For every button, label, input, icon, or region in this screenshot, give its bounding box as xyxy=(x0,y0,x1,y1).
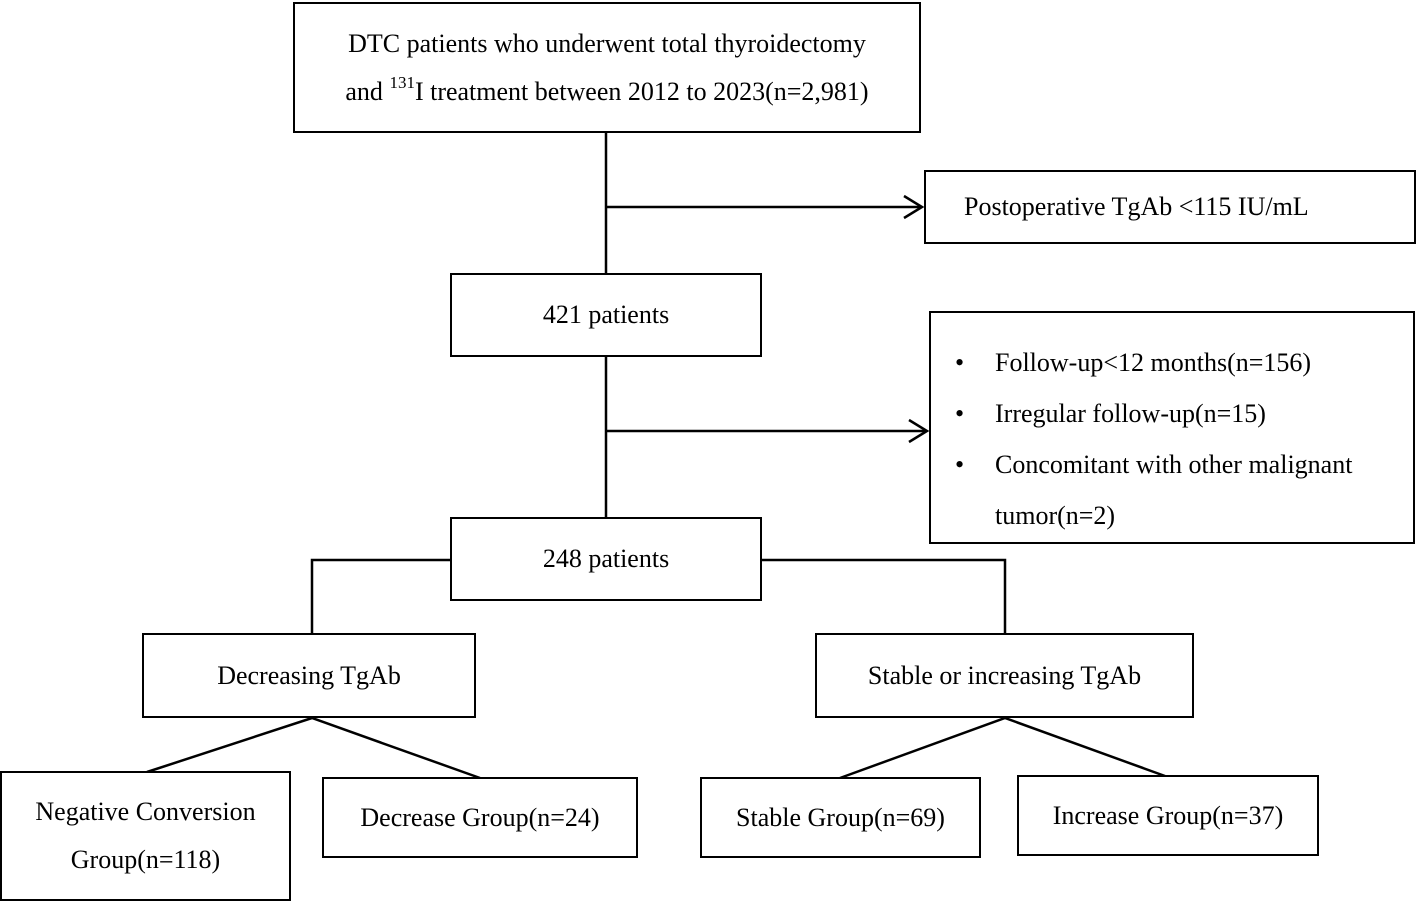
step-248-box: 248 patients xyxy=(450,517,762,601)
step-248-text: 248 patients xyxy=(542,544,670,573)
exclusion-list-item: Concomitant with other malignant tumor(n… xyxy=(951,439,1393,541)
connector-decreasing-to-subgroups xyxy=(146,716,481,780)
exclusion-list-item: Irregular follow-up(n=15) xyxy=(951,388,1393,439)
start-line2-suffix: I treatment between 2012 to 2023(n=2,981… xyxy=(414,76,869,106)
negative-conversion-group-box: Negative Conversion Group(n=118) xyxy=(0,771,291,901)
start-box-text: DTC patients who underwent total thyroid… xyxy=(345,20,868,116)
exclusion-box-followup: Follow-up<12 months(n=156) Irregular fol… xyxy=(929,311,1415,544)
step-421-box: 421 patients xyxy=(450,273,762,357)
decrease-group-box: Decrease Group(n=24) xyxy=(322,777,638,858)
connector-248-to-decreasing xyxy=(310,558,450,634)
step-421-text: 421 patients xyxy=(542,300,670,329)
decrease-group-text: Decrease Group(n=24) xyxy=(360,802,600,832)
start-line1: DTC patients who underwent total thyroid… xyxy=(348,28,866,58)
arrow-exclusion2-head xyxy=(908,418,930,444)
start-line2-prefix: and xyxy=(345,76,390,106)
stable-group-box: Stable Group(n=69) xyxy=(700,777,981,858)
stable-increasing-tgab-text: Stable or increasing TgAb xyxy=(867,660,1142,690)
iodine-isotope-superscript: 131 xyxy=(389,72,415,92)
start-box: DTC patients who underwent total thyroid… xyxy=(293,2,921,133)
connector-248-to-stable xyxy=(762,558,1007,634)
increase-group-box: Increase Group(n=37) xyxy=(1017,775,1319,856)
exclusion-box-tgab: Postoperative TgAb <115 IU/mL xyxy=(924,170,1416,244)
exclusion-list-item: Follow-up<12 months(n=156) xyxy=(951,337,1393,388)
exclusion-list: Follow-up<12 months(n=156) Irregular fol… xyxy=(951,337,1393,541)
increase-group-text: Increase Group(n=37) xyxy=(1052,800,1284,830)
exclusion-tgab-text: Postoperative TgAb <115 IU/mL xyxy=(964,192,1309,221)
stable-increasing-tgab-box: Stable or increasing TgAb xyxy=(815,633,1194,718)
decreasing-tgab-box: Decreasing TgAb xyxy=(142,633,476,718)
arrow-exclusion1-head xyxy=(903,194,925,220)
connector-stable-to-subgroups xyxy=(839,716,1166,780)
stable-group-text: Stable Group(n=69) xyxy=(736,802,945,832)
negative-conversion-group-text: Negative Conversion Group(n=118) xyxy=(35,797,256,874)
decreasing-tgab-text: Decreasing TgAb xyxy=(217,660,401,690)
